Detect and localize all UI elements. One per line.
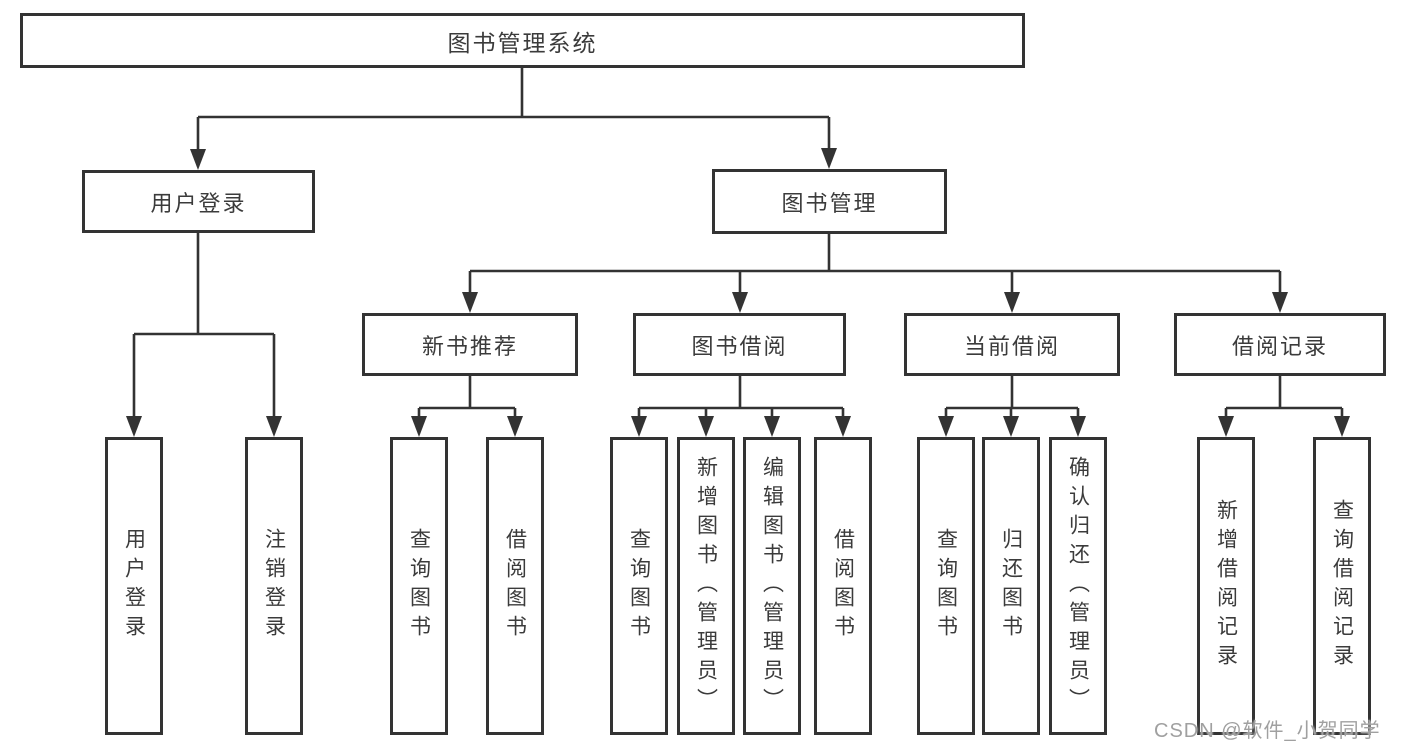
leaf-query-borrow-record: 查询借阅记录 (1313, 437, 1371, 735)
node-user-login: 用户登录 (82, 170, 315, 233)
node-borrowing-records: 借阅记录 (1174, 313, 1386, 376)
leaf-query-books-recommend: 查询图书 (390, 437, 448, 735)
node-label: 查询图书 (627, 528, 651, 644)
node-label: 查询借阅记录 (1330, 499, 1354, 673)
node-label: 归还图书 (999, 528, 1023, 644)
node-label: 图书管理系统 (447, 29, 598, 56)
edges-current-borrowing-to-leaves (938, 376, 1086, 437)
node-label: 图书管理 (781, 190, 878, 216)
arrowhead (1272, 292, 1288, 313)
node-label: 图书借阅 (691, 333, 788, 359)
leaf-return-books: 归还图书 (982, 437, 1040, 735)
leaf-query-books-current: 查询图书 (917, 437, 975, 735)
arrowhead (266, 416, 282, 437)
node-label: 新书推荐 (421, 333, 518, 359)
leaf-logout: 注销登录 (245, 437, 303, 735)
edges-book-management-to-level3 (462, 234, 1288, 313)
arrowhead (938, 416, 954, 437)
arrowhead (411, 416, 427, 437)
leaf-confirm-return-admin: 确认归还（管理员） (1049, 437, 1107, 735)
arrowhead (631, 416, 647, 437)
arrowhead (1003, 416, 1019, 437)
edges-borrowing-records-to-leaves (1218, 376, 1350, 437)
arrowhead (1070, 416, 1086, 437)
node-new-book-recommend: 新书推荐 (362, 313, 578, 376)
arrowhead (821, 148, 837, 169)
arrowhead (1218, 416, 1234, 437)
node-label: 注销登录 (262, 528, 286, 644)
edges-new-book-recommend-to-leaves (411, 376, 523, 437)
leaf-borrow-books: 借阅图书 (814, 437, 872, 735)
arrowhead (190, 149, 206, 170)
leaf-user-login: 用户登录 (105, 437, 163, 735)
node-label: 确认归还（管理员） (1066, 455, 1090, 717)
arrowhead (1334, 416, 1350, 437)
node-label: 用户登录 (150, 190, 247, 216)
arrowhead (126, 416, 142, 437)
csdn-watermark: CSDN @软件_小贺同学 (1154, 720, 1381, 742)
leaf-borrow-books-recommend: 借阅图书 (486, 437, 544, 735)
node-label: 编辑图书（管理员） (760, 455, 784, 717)
node-label: 当前借阅 (963, 333, 1060, 359)
node-book-management: 图书管理 (712, 169, 947, 234)
node-label: 新增借阅记录 (1214, 499, 1238, 673)
node-label: 查询图书 (934, 528, 958, 644)
leaf-add-borrow-record: 新增借阅记录 (1197, 437, 1255, 735)
node-label: 借阅图书 (503, 528, 527, 644)
leaf-add-books-admin: 新增图书（管理员） (677, 437, 735, 735)
leaf-edit-books-admin: 编辑图书（管理员） (743, 437, 801, 735)
node-label: 新增图书（管理员） (694, 455, 718, 717)
node-current-borrowing: 当前借阅 (904, 313, 1120, 376)
arrowhead (764, 416, 780, 437)
leaf-query-books-borrow: 查询图书 (610, 437, 668, 735)
edges-user-login-to-leaves (126, 233, 282, 437)
node-library-management-system: 图书管理系统 (20, 13, 1025, 68)
edges-book-borrowing-to-leaves (631, 376, 851, 437)
node-book-borrowing: 图书借阅 (633, 313, 846, 376)
arrowhead (507, 416, 523, 437)
node-label: 查询图书 (407, 528, 431, 644)
arrowhead (732, 292, 748, 313)
edges-root-to-level2 (190, 68, 837, 170)
node-label: 借阅图书 (831, 528, 855, 644)
node-label: 用户登录 (122, 528, 146, 644)
arrowhead (1004, 292, 1020, 313)
arrowhead (462, 292, 478, 313)
arrowhead (698, 416, 714, 437)
arrowhead (835, 416, 851, 437)
node-label: 借阅记录 (1231, 333, 1328, 359)
